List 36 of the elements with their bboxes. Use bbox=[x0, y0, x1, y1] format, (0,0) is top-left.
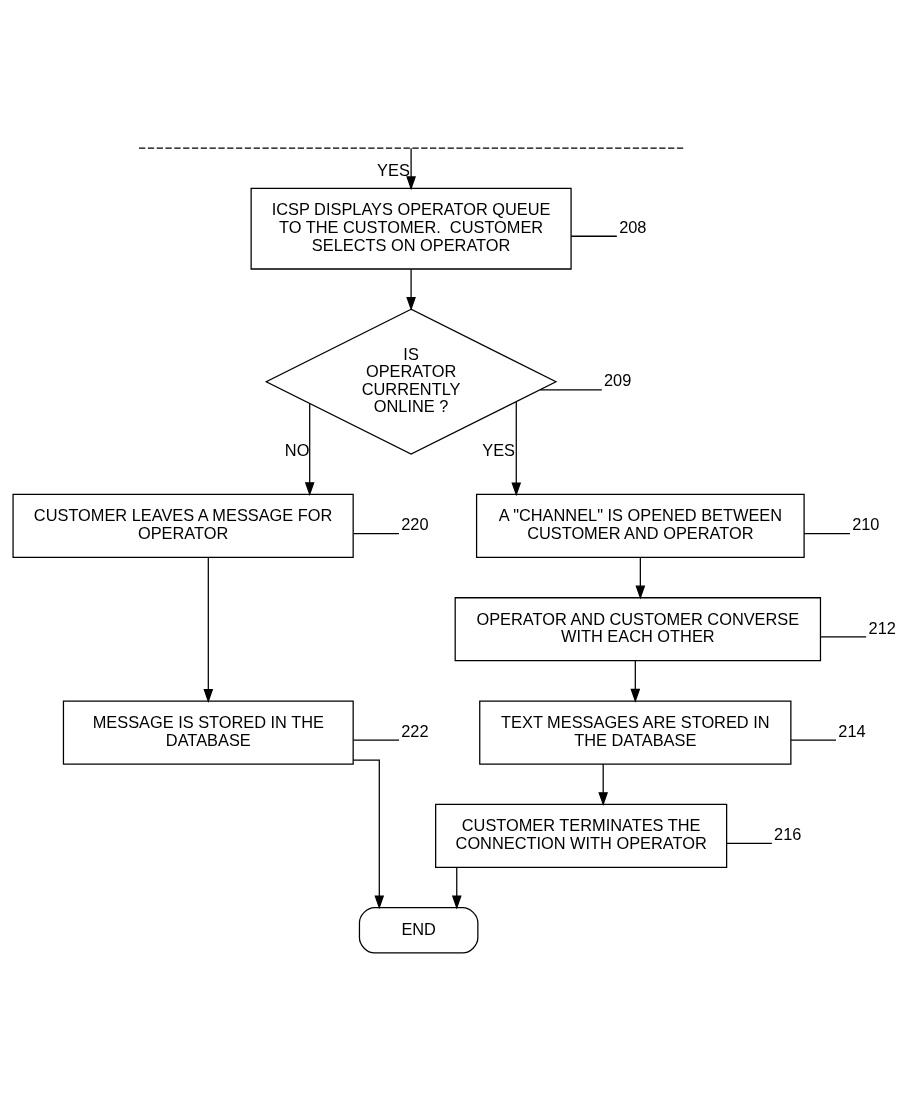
node-box: ICSP DISPLAYS OPERATOR QUEUE TO THE CUSTOMER. CUSTOMER SELECTS ON OPERATOR bbox=[250, 187, 572, 270]
arrow bbox=[635, 556, 646, 599]
node-box: CUSTOMER LEAVES A MESSAGE FOR OPERATOR bbox=[12, 493, 354, 558]
arrow bbox=[451, 866, 462, 909]
arrow bbox=[406, 147, 416, 190]
connector bbox=[352, 532, 400, 534]
arrow bbox=[511, 400, 522, 496]
connector bbox=[790, 738, 837, 741]
edge-label: YES bbox=[377, 160, 410, 179]
node-line bbox=[138, 146, 684, 149]
node-text: 210 bbox=[852, 514, 880, 533]
arrow bbox=[630, 659, 641, 703]
node-text: 222 bbox=[401, 721, 429, 740]
node-box: A "CHANNEL" IS OPENED BETWEEN CUSTOMER AND OPERATOR bbox=[475, 493, 805, 558]
arrow bbox=[598, 762, 609, 806]
arrow bbox=[203, 556, 214, 703]
arrow bbox=[352, 759, 385, 909]
node-box: CUSTOMER TERMINATES THE CONNECTION WITH OPERATOR bbox=[435, 803, 728, 868]
node-box: OPERATOR AND CUSTOMER CONVERSE WITH EACH OTHER bbox=[454, 596, 822, 661]
connector bbox=[352, 738, 400, 741]
connector bbox=[539, 388, 603, 391]
node-text: 216 bbox=[774, 824, 802, 843]
arrow bbox=[304, 402, 315, 496]
connector bbox=[570, 235, 618, 237]
node-box: MESSAGE IS STORED IN THE DATABASE bbox=[62, 699, 354, 765]
connector bbox=[803, 532, 851, 534]
arrow bbox=[406, 268, 416, 311]
node-text: 212 bbox=[868, 618, 896, 637]
node-text: 214 bbox=[838, 721, 866, 740]
connector bbox=[726, 842, 773, 844]
node-box: TEXT MESSAGES ARE STORED IN THE DATABASE bbox=[479, 699, 792, 765]
node-text: 208 bbox=[619, 217, 647, 236]
node-text: 220 bbox=[401, 514, 429, 533]
connector bbox=[820, 635, 867, 637]
node-text: 209 bbox=[604, 370, 632, 389]
node-box: END bbox=[358, 906, 479, 954]
